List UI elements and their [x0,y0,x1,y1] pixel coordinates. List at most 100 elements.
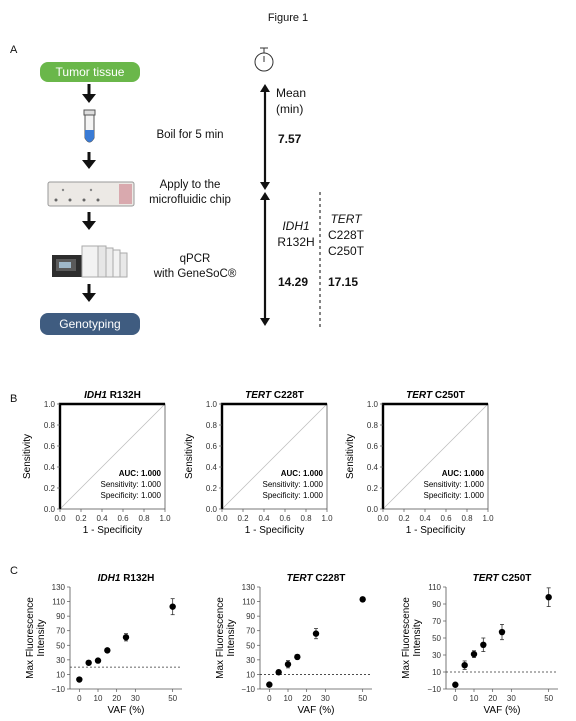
arrow-down-icon [82,84,96,103]
scatter-y-tick-label: 90 [432,600,441,609]
scatter-x-tick-label: 10 [284,694,293,703]
scatter-point [169,603,176,610]
idh1-variant: R132H [277,235,315,249]
timeline-arrow-step2 [260,192,270,326]
arrow-down-icon [82,212,96,230]
roc-sensitivity-text: Sensitivity: 1.000 [424,480,485,489]
scatter-x-tick-label: 20 [112,694,121,703]
scatter-y-tick-label: 30 [56,656,65,665]
roc-y-tick-label: 1.0 [44,400,56,409]
scatter-point [94,657,102,664]
idh1-label: IDH1 R132H [274,218,318,250]
scatter-point [452,681,459,688]
scatter-x-tick-label: 0 [77,694,82,703]
roc-x-tick-label: 0.0 [54,514,66,523]
scatter-point [76,676,83,683]
scatter-x-axis-label: VAF (%) [297,705,334,716]
scatter-x-tick-label: 50 [168,694,177,703]
scatter-y-tick-label: 110 [242,598,255,607]
scatter-y-tick-label: 90 [56,612,65,621]
apply-chip-line2: microfluidic chip [149,194,231,206]
roc-x-tick-label: 0.0 [216,514,228,523]
scatter-y-tick-label: 30 [246,656,255,665]
scatter-y-tick-label: 130 [52,583,66,592]
roc-y-axis-label: Sensitivity [22,434,33,479]
roc-y-tick-label: 0.6 [44,442,56,451]
scatter-point [104,647,111,654]
roc-y-tick-label: 0.4 [367,463,379,472]
tumor-tissue-label: Tumor tissue [40,62,140,82]
roc-y-tick-label: 0.6 [206,442,218,451]
roc-sensitivity-text: Sensitivity: 1.000 [101,480,162,489]
scatter-y-tick-label: 10 [56,670,65,679]
apply-chip-step-label: Apply to the microfluidic chip [130,178,250,208]
roc-x-axis-label: 1 - Specificity [406,525,465,536]
roc-diagonal [59,403,166,510]
roc-chart-3: 0.00.00.20.20.40.40.60.60.80.81.01.01 - … [345,400,494,536]
scatter-y-axis-label: Max FluorescenceIntensity [401,597,423,679]
roc-x-tick-label: 0.6 [117,514,129,523]
microfluidic-chip-icon [47,181,135,207]
scatter-point [498,628,506,636]
scatter-chart-title: TERT C250T [473,573,532,584]
roc-x-tick-label: 1.0 [482,514,494,523]
scatter-point [275,669,282,676]
panel-letter-c: C [10,565,18,577]
roc-y-tick-label: 0.8 [206,421,218,430]
roc-y-tick-label: 0.4 [206,463,218,472]
arrow-down-icon [82,284,96,302]
scatter-y-tick-label: −10 [51,685,65,694]
genotyping-label: Genotyping [40,313,140,335]
scatter-point [312,630,320,637]
scatter-y-tick-label: 70 [56,627,65,636]
roc-chart-title: TERT C250T [406,390,465,401]
stopwatch-icon [254,47,274,72]
scatter-y-tick-label: 110 [52,598,65,607]
scatter-x-axis-label: VAF (%) [483,705,520,716]
roc-x-tick-label: 0.6 [279,514,291,523]
tert-label: TERT C228T C250T [324,211,368,259]
scatter-point [359,596,366,603]
roc-x-tick-label: 0.2 [398,514,410,523]
scatter-y-tick-label: 50 [432,634,441,643]
scatter-x-tick-label: 10 [94,694,103,703]
roc-x-tick-label: 0.0 [377,514,389,523]
scatter-x-tick-label: 30 [507,694,516,703]
scatter-y-tick-label: −10 [427,685,441,694]
scatter-point [294,653,301,661]
roc-y-tick-label: 1.0 [206,400,218,409]
step1-time: 7.57 [278,132,302,146]
roc-y-tick-label: 0.4 [44,463,56,472]
scatter-x-tick-label: 20 [488,694,497,703]
roc-y-tick-label: 0.8 [44,421,56,430]
tert-time: 17.15 [328,275,359,289]
roc-diagonal [221,403,328,510]
scatter-y-tick-label: 30 [432,651,441,660]
scatter-y-tick-label: 10 [246,670,255,679]
tert-gene: TERT [330,212,362,226]
scatter-point [122,634,130,641]
roc-auc-text: AUC: 1.000 [119,469,162,478]
workflow-diagram [47,47,321,330]
scatter-y-tick-label: 90 [246,612,255,621]
scatter-point [85,659,92,666]
roc-chart-title: TERT C228T [245,390,304,401]
roc-sensitivity-text: Sensitivity: 1.000 [263,480,324,489]
idh1-time: 14.29 [278,275,309,289]
roc-x-tick-label: 1.0 [159,514,171,523]
scatter-y-tick-label: 110 [428,583,441,592]
roc-x-tick-label: 0.2 [237,514,249,523]
tert-variant-2: C250T [327,244,365,258]
panel-letter-a: A [10,44,18,56]
roc-x-tick-label: 0.4 [419,514,431,523]
roc-x-tick-label: 0.4 [258,514,270,523]
roc-x-tick-label: 0.6 [440,514,452,523]
figure-title: Figure 1 [267,12,309,24]
arrow-down-icon [82,152,96,169]
roc-y-tick-label: 0.2 [367,484,379,493]
roc-y-tick-label: 1.0 [367,400,379,409]
roc-auc-text: AUC: 1.000 [442,469,485,478]
scatter-x-tick-label: 0 [453,694,458,703]
